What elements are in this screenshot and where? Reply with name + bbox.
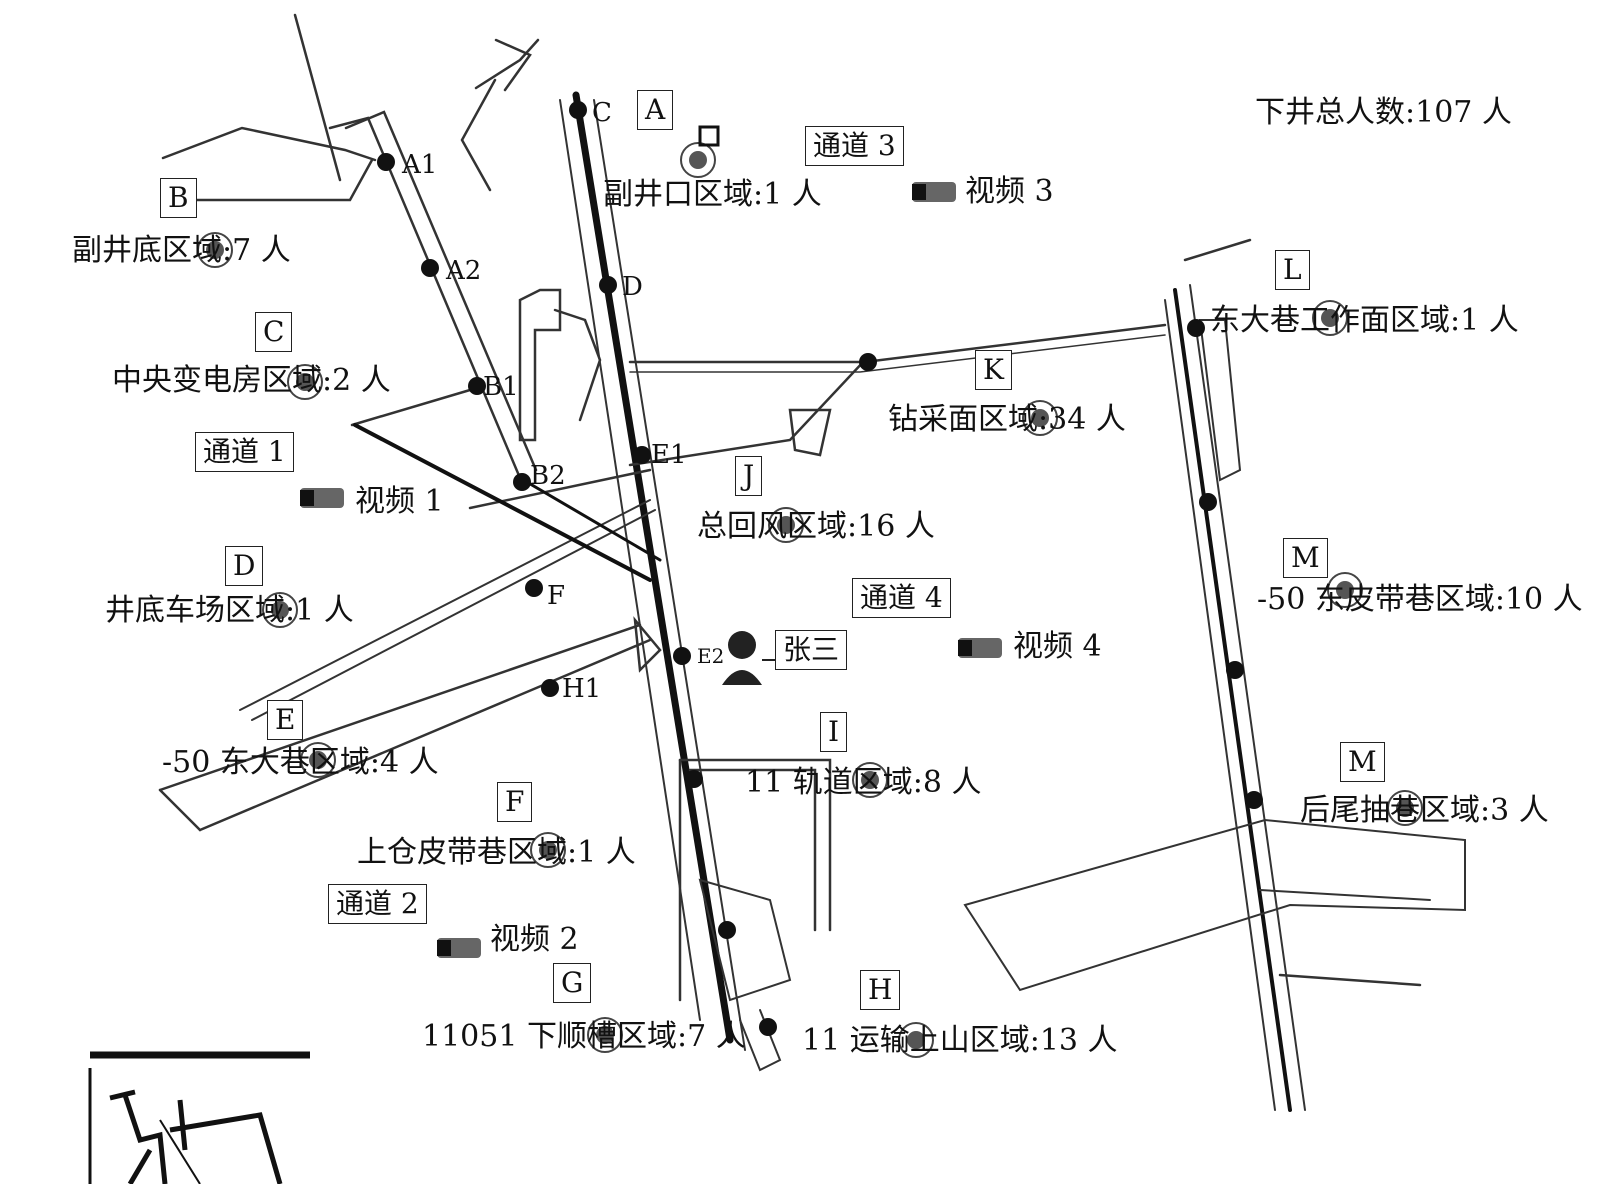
total-count: 下井总人数:107 人 <box>1255 95 1512 130</box>
zone-label-e: -50 东大巷区域:4 人 <box>162 745 439 780</box>
node-dot <box>421 259 439 277</box>
zone-label-m1: -50 东皮带巷区域:10 人 <box>1257 582 1583 617</box>
zone-code-l: L <box>1275 250 1310 290</box>
node-dots <box>377 101 1263 1036</box>
person-icon <box>722 631 775 685</box>
zone-label-j: 总回风区域:16 人 <box>697 509 935 544</box>
channel-1[interactable]: 通道 1 <box>195 432 294 472</box>
zone-label-a: 副井口区域:1 人 <box>603 177 822 212</box>
video-1-label[interactable]: 视频 1 <box>355 484 444 519</box>
zone-label-f: 上仓皮带巷区域:1 人 <box>357 835 636 870</box>
video-4-label[interactable]: 视频 4 <box>1013 629 1102 664</box>
node-dot <box>513 473 531 491</box>
node-dot <box>468 377 486 395</box>
video-3-label[interactable]: 视频 3 <box>965 174 1054 209</box>
camera-icon <box>958 638 1002 658</box>
zone-label-c: 中央变电房区域:2 人 <box>112 363 391 398</box>
zone-marker-icon <box>530 832 566 868</box>
zone-marker-icon <box>262 592 298 628</box>
node-dot <box>1199 493 1217 511</box>
node-dot <box>1226 661 1244 679</box>
node-label-a1: A1 <box>402 150 438 180</box>
camera-icons <box>300 182 1002 958</box>
zone-code-e: E <box>267 700 304 740</box>
zone-code-g: G <box>553 963 592 1003</box>
node-dot <box>759 1018 777 1036</box>
node-dot <box>859 353 877 371</box>
zone-marker-icon <box>898 1022 934 1058</box>
overview-minimap <box>88 1051 310 1184</box>
zone-marker-icon <box>587 1017 623 1053</box>
node-label-e2: E2 <box>697 644 725 668</box>
zone-marker-icon <box>1387 790 1423 826</box>
node-dot <box>1187 319 1205 337</box>
zone-marker-icon <box>287 364 323 400</box>
video-2-label[interactable]: 视频 2 <box>490 922 579 957</box>
node-dot <box>599 276 617 294</box>
node-label-c: C <box>592 98 612 128</box>
zone-label-d: 井底车场区域:1 人 <box>105 593 354 628</box>
zone-label-m2: 后尾抽巷区域:3 人 <box>1300 793 1549 828</box>
zone-marker-icon <box>300 742 336 778</box>
zone-marker-icon <box>197 232 233 268</box>
node-dot <box>685 770 703 788</box>
node-label-d: D <box>622 272 643 302</box>
tunnel-network <box>158 13 1466 1112</box>
person-name-box[interactable]: 张三 <box>775 630 848 670</box>
node-dot <box>525 579 543 597</box>
zone-code-f: F <box>497 782 533 822</box>
channel-4[interactable]: 通道 4 <box>852 578 951 618</box>
node-dot <box>541 679 559 697</box>
node-dot <box>718 921 736 939</box>
zone-label-g: 11051 下顺槽区域:7 人 <box>422 1019 746 1054</box>
node-dot <box>569 101 587 119</box>
camera-icon <box>912 182 956 202</box>
node-label-b1: B1 <box>483 372 519 402</box>
node-label-b2: B2 <box>530 461 566 491</box>
zone-code-m1: M <box>1283 538 1328 578</box>
zone-marker-icon <box>680 125 720 178</box>
zone-marker-icon <box>768 507 804 543</box>
zone-label-k: 钻采面区域:34 人 <box>888 402 1126 437</box>
node-dot <box>673 647 691 665</box>
node-dot <box>377 153 395 171</box>
zone-label-h: 11 运输上山区域:13 人 <box>802 1023 1118 1058</box>
zone-code-i: I <box>820 712 848 752</box>
node-label-h1: H1 <box>562 674 602 704</box>
node-label-a2: A2 <box>446 256 482 286</box>
zone-marker-icons <box>197 125 1423 1058</box>
zone-code-a: A <box>637 90 674 130</box>
zone-label-l: 东大巷工作面区域:1 人 <box>1210 303 1519 338</box>
zone-marker-icon <box>852 762 888 798</box>
camera-icon <box>300 488 344 508</box>
zone-label-b: 副井底区域:7 人 <box>72 233 291 268</box>
node-label-f: F <box>547 581 566 611</box>
channel-3[interactable]: 通道 3 <box>805 126 904 166</box>
zone-code-j: J <box>735 456 763 496</box>
zone-code-k: K <box>975 350 1012 390</box>
camera-icon <box>437 938 481 958</box>
zone-code-m2: M <box>1340 742 1385 782</box>
zone-marker-icon <box>1327 572 1363 608</box>
zone-marker-icon <box>1022 400 1058 436</box>
zone-code-h: H <box>860 970 901 1010</box>
zone-code-b: B <box>160 178 197 218</box>
channel-2[interactable]: 通道 2 <box>328 884 427 924</box>
zone-marker-icon <box>1312 300 1348 336</box>
node-label-e1: E1 <box>651 440 687 470</box>
zone-code-d: D <box>225 546 264 586</box>
node-dot <box>1245 791 1263 809</box>
node-dot <box>633 446 651 464</box>
zone-label-i: 11 轨道区域:8 人 <box>745 765 982 800</box>
zone-code-c: C <box>255 312 293 352</box>
